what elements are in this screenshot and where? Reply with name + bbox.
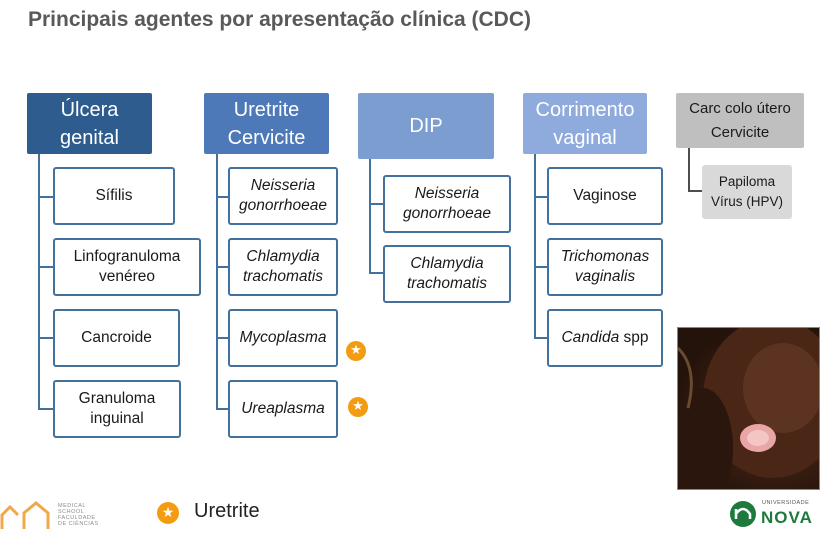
item-trichomonas: Trichomonas vaginalis	[547, 238, 663, 296]
item-chlamydia-1: Chlamydia trachomatis	[228, 238, 338, 296]
logo-mark-icon	[0, 501, 50, 529]
item-chlamydia-2: Chlamydia trachomatis	[383, 245, 511, 303]
medical-school-logo: MEDICAL SCHOOL FACULDADE DE CIÊNCIAS	[0, 495, 110, 529]
header-dip: DIP	[358, 93, 494, 159]
item-hpv: Papiloma Vírus (HPV)	[702, 165, 792, 219]
item-neisseria-2: Neisseria gonorrhoeae	[383, 175, 511, 233]
connector-col4	[534, 154, 536, 339]
item-candida: Candida spp	[547, 309, 663, 367]
connector-col5	[688, 148, 690, 192]
clinical-photo	[677, 327, 820, 490]
item-sifilis: Sífilis	[53, 167, 175, 225]
star-icon: ★	[157, 502, 179, 524]
page-title: Principais agentes por apresentação clín…	[28, 8, 531, 31]
item-granuloma: Granuloma inguinal	[53, 380, 181, 438]
lesion-image	[678, 328, 819, 489]
item-neisseria-1: Neisseria gonorrhoeae	[228, 167, 338, 225]
star-icon: ★	[348, 397, 368, 417]
item-linfogranuloma: Linfogranuloma venéreo	[53, 238, 201, 296]
item-vaginose: Vaginose	[547, 167, 663, 225]
connector-col2	[216, 154, 218, 410]
universidade-nova-logo: UNIVERSIDADE NOVA	[728, 495, 822, 529]
item-cancroide: Cancroide	[53, 309, 180, 367]
legend-label: Uretrite	[194, 500, 260, 522]
nova-emblem-icon	[730, 501, 756, 527]
connector-col3	[369, 159, 371, 274]
star-icon: ★	[346, 341, 366, 361]
item-mycoplasma: Mycoplasma	[228, 309, 338, 367]
item-ureaplasma: Ureaplasma	[228, 380, 338, 438]
connector-col1	[38, 154, 40, 410]
